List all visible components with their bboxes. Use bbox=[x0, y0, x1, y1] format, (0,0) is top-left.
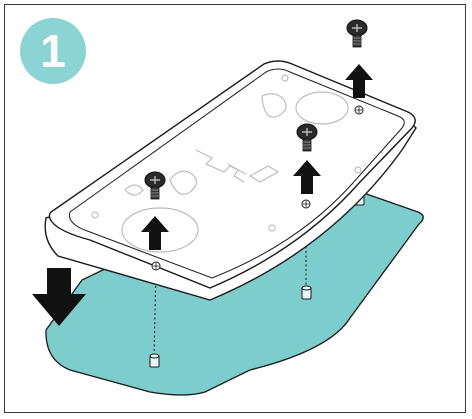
standoff-post bbox=[150, 354, 159, 367]
screw-icon bbox=[347, 20, 367, 47]
standoff-post bbox=[302, 286, 311, 299]
